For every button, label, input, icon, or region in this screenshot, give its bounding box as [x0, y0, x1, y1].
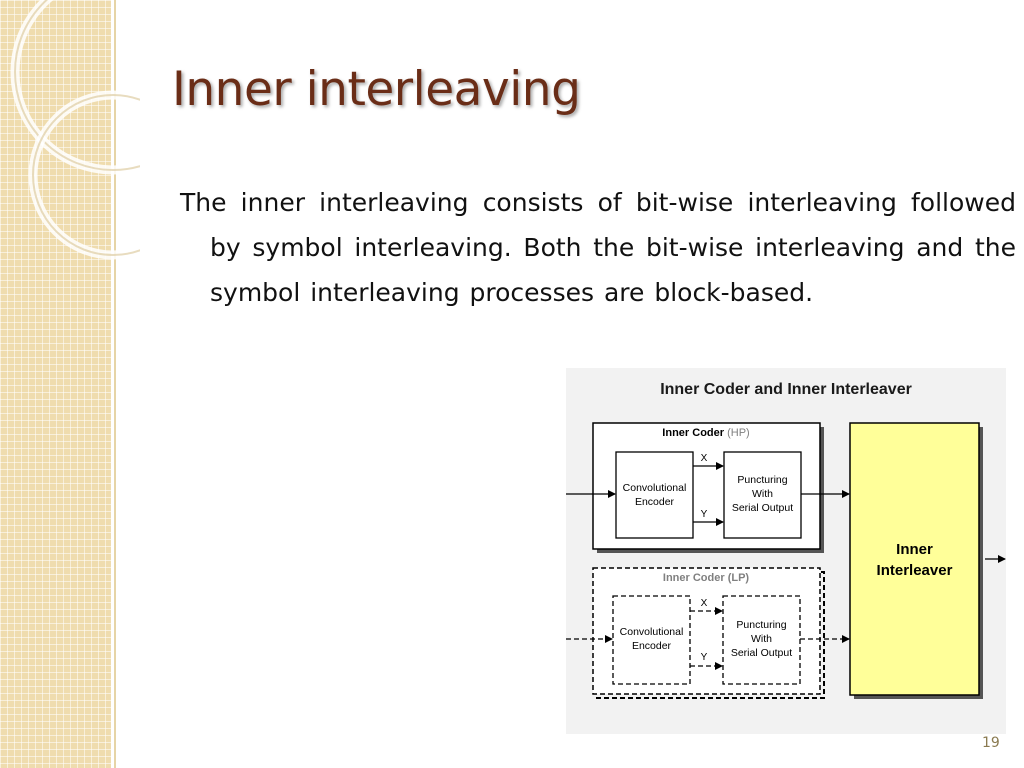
slide-title: Inner interleaving: [172, 62, 581, 117]
decorative-rings: [10, 0, 140, 260]
inner-interleaver-box: [849, 422, 980, 696]
hp-puncturing-label-line1: Puncturing: [737, 474, 787, 486]
page-number: 19: [982, 735, 1000, 751]
interleaver-label-line2: Interleaver: [877, 562, 953, 579]
diagram-canvas: Inner Coder and Inner Interleaver Inner …: [566, 381, 1006, 699]
interleaver-label-line1: Inner: [896, 541, 933, 558]
inner-coder-diagram: Inner Coder and Inner Interleaver Inner …: [566, 368, 1006, 734]
lp-puncturing-label-line1: Puncturing: [736, 619, 786, 631]
decorative-side-panel: [0, 0, 113, 768]
lp-puncturing-box: [722, 595, 801, 685]
hp-y-label: Y: [701, 509, 708, 520]
side-panel-border-shade: [114, 0, 116, 768]
lp-puncturing-label-line3: Serial Output: [731, 647, 792, 659]
hp-puncturing-box: [723, 451, 802, 539]
side-panel-border: [111, 0, 114, 768]
hp-convolutional-encoder-box: [615, 451, 694, 539]
diagram-title: Inner Coder and Inner Interleaver: [660, 381, 912, 398]
lp-puncturing-label-line2: With: [751, 633, 772, 645]
hp-coder-label: Inner Coder (HP): [662, 427, 749, 439]
lp-coder-label: Inner Coder (LP): [663, 572, 750, 584]
lp-encoder-label-line1: Convolutional: [620, 626, 684, 638]
hp-encoder-label-line1: Convolutional: [623, 482, 687, 494]
lp-x-label: X: [701, 598, 708, 609]
lp-convolutional-encoder-box: [612, 595, 691, 685]
hp-encoder-label-line2: Encoder: [635, 496, 675, 508]
hp-x-label: X: [701, 453, 708, 464]
lp-encoder-label-line2: Encoder: [632, 640, 672, 652]
hp-puncturing-label-line3: Serial Output: [732, 502, 793, 514]
lp-y-label: Y: [701, 652, 708, 663]
hp-puncturing-label-line2: With: [752, 488, 773, 500]
body-paragraph: The inner interleaving consists of bit-w…: [180, 188, 1016, 307]
